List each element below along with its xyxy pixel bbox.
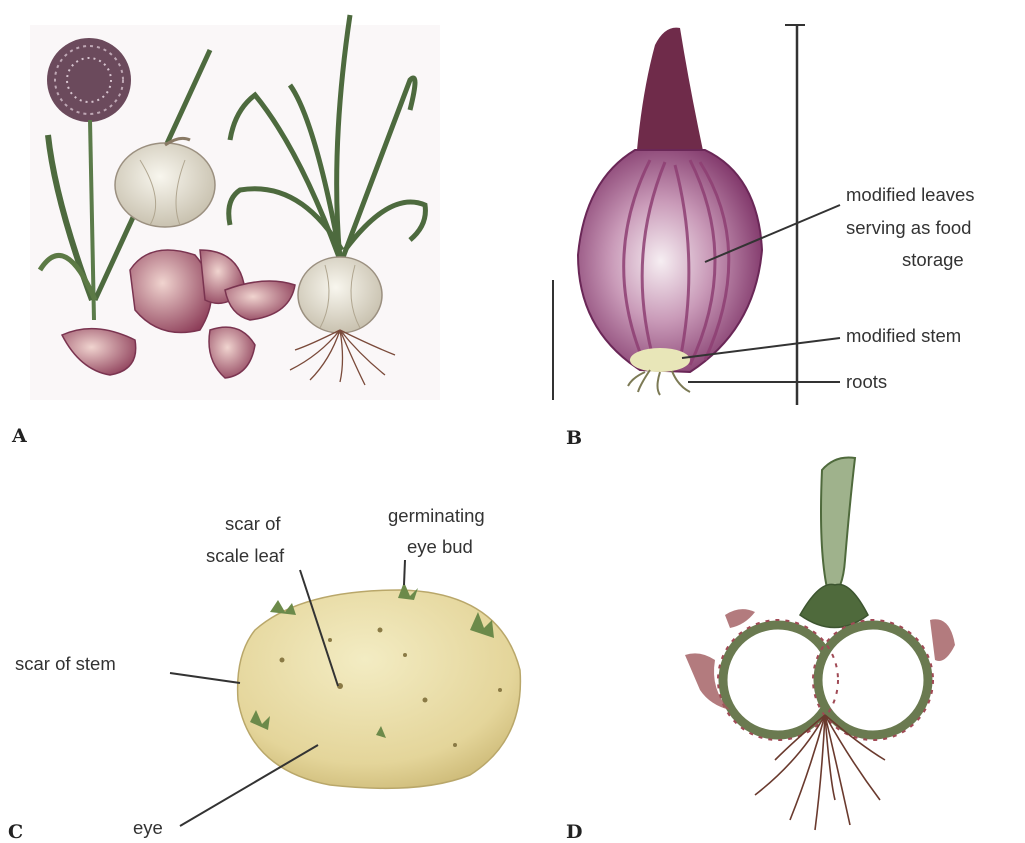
panel-d-letter: D [566,821,582,843]
label-modified-stem: modified stem [846,325,961,346]
panel-a-letter: A [11,425,27,447]
panel-b-letter: B [566,427,582,449]
panel-c-letter: C [8,821,23,843]
panel-c-potato-illustration [170,560,520,826]
leader-eye [180,745,318,826]
label-modified-leaves-line2: serving as food [846,217,971,238]
label-modified-leaves-line3: storage [902,249,964,270]
label-germinating-line1: germinating [388,505,485,526]
label-modified-leaves-line1: modified leaves [846,184,975,205]
label-scar-scale-line1: scar of [225,513,281,534]
label-scar-of-stem: scar of stem [15,653,116,674]
label-germinating-line2: eye bud [407,536,473,557]
garlic-plant-bulb [298,257,382,333]
garlic-flower-head [47,38,131,122]
label-scar-scale-line2: scale leaf [206,545,285,566]
panel-b-onion-illustration [553,25,840,405]
label-roots: roots [846,371,887,392]
label-eye: eye [133,817,163,838]
panel-a-garlic-illustration [30,15,440,400]
panel-d-corm-section [685,458,955,831]
leader-stem-scar [170,673,240,683]
onion-roots [628,370,690,395]
leader-eye-bud [404,560,405,585]
